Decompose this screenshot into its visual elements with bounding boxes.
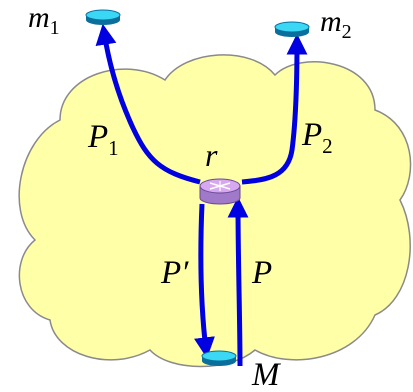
label-m1: m1 <box>28 1 60 39</box>
label-host-M: M <box>251 357 281 392</box>
network-cloud <box>18 54 412 368</box>
label-p-prime: P′ <box>160 255 189 291</box>
host-M-icon <box>201 350 237 366</box>
path-p1-arrow <box>95 23 201 185</box>
path-p2-arrow <box>241 33 308 185</box>
label-m2: m2 <box>320 5 352 43</box>
label-p: P <box>251 255 272 291</box>
label-router-r: r <box>205 137 218 173</box>
label-p2: P2 <box>301 117 333 158</box>
host-m1-icon <box>85 9 121 25</box>
router-icon <box>199 178 241 205</box>
label-p1: P1 <box>87 119 119 160</box>
host-m2-icon <box>274 21 310 37</box>
path-p-prime-arrow <box>194 203 215 359</box>
path-p-arrow <box>227 196 249 367</box>
